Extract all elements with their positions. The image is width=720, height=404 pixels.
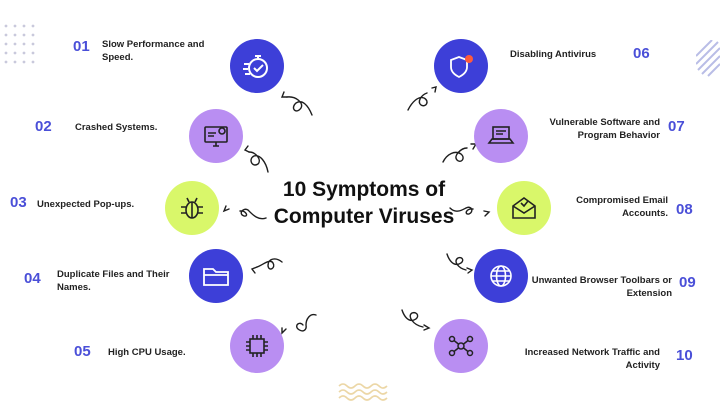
envelope-icon	[497, 181, 551, 235]
item-label-07: Vulnerable Software and Program Behavior	[549, 117, 660, 141]
item-number-03: 03	[10, 194, 27, 211]
item-number-05: 05	[74, 343, 91, 360]
globe-icon	[474, 249, 528, 303]
item-number-10: 10	[676, 347, 693, 364]
item-label-03: Unexpected Pop-ups.	[37, 199, 135, 210]
dot-grid-decoration	[4, 24, 35, 64]
item-number-07: 07	[668, 118, 685, 135]
monitor-gear-icon	[189, 109, 243, 163]
timer-check-icon	[230, 39, 284, 93]
item-label-09: Unwanted Browser Toolbars or Extension	[531, 275, 672, 299]
item-label-05: High CPU Usage.	[108, 347, 186, 358]
item-label-10: Increased Network Traffic and Activity	[524, 347, 660, 371]
laptop-code-icon	[474, 109, 528, 163]
page-title: 10 Symptoms of Computer Viruses	[273, 178, 455, 228]
wave-decoration	[338, 383, 388, 401]
item-label-02: Crashed Systems.	[75, 122, 158, 133]
network-icon	[434, 319, 488, 373]
item-label-08: Compromised Email Accounts.	[576, 195, 668, 219]
shield-alert-icon	[434, 39, 488, 93]
cpu-chip-icon	[230, 319, 284, 373]
folder-icon	[189, 249, 243, 303]
item-number-08: 08	[676, 201, 693, 218]
stripe-decoration	[696, 40, 720, 77]
bug-icon	[165, 181, 219, 235]
item-label-04: Duplicate Files and Their Names.	[57, 269, 170, 293]
item-number-09: 09	[679, 274, 696, 291]
item-number-02: 02	[35, 118, 52, 135]
item-label-06: Disabling Antivirus	[510, 49, 597, 60]
item-number-04: 04	[24, 270, 41, 287]
item-label-01: Slow Performance and Speed.	[102, 39, 205, 63]
item-number-01: 01	[73, 38, 90, 55]
item-number-06: 06	[633, 45, 650, 62]
